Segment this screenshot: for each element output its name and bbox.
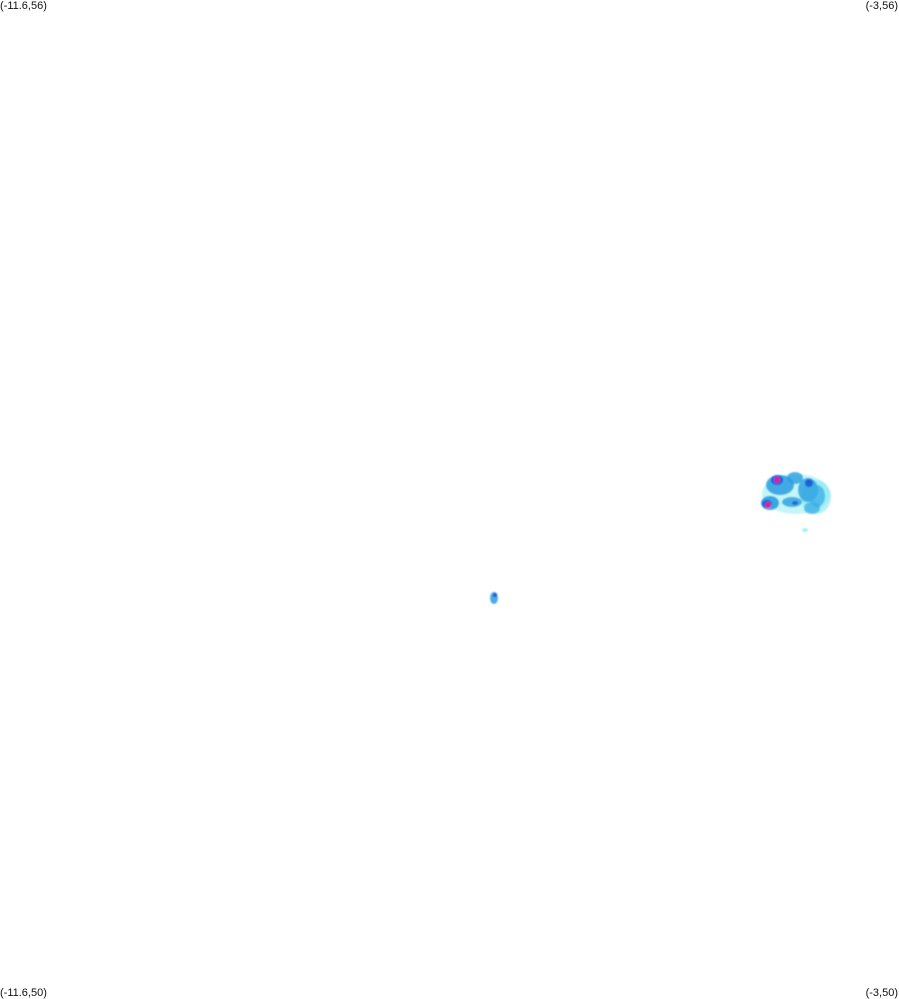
density-cluster-east xyxy=(761,472,831,532)
density-blob xyxy=(493,593,497,597)
density-blob xyxy=(802,528,808,532)
density-blob xyxy=(792,501,798,505)
density-peak xyxy=(765,502,771,508)
density-cluster-central xyxy=(490,592,498,604)
corner-label-bottom-left: (-11.6,50) xyxy=(0,987,47,999)
density-blob xyxy=(804,502,820,514)
density-blob xyxy=(787,472,803,484)
density-peak xyxy=(774,477,780,483)
corner-label-top-right: (-3,56) xyxy=(865,0,898,12)
density-blob xyxy=(809,485,825,507)
corner-label-top-left: (-11.6,56) xyxy=(0,0,47,12)
corner-label-bottom-right: (-3,50) xyxy=(865,987,898,999)
density-blob xyxy=(805,479,813,487)
density-blob xyxy=(782,497,802,507)
